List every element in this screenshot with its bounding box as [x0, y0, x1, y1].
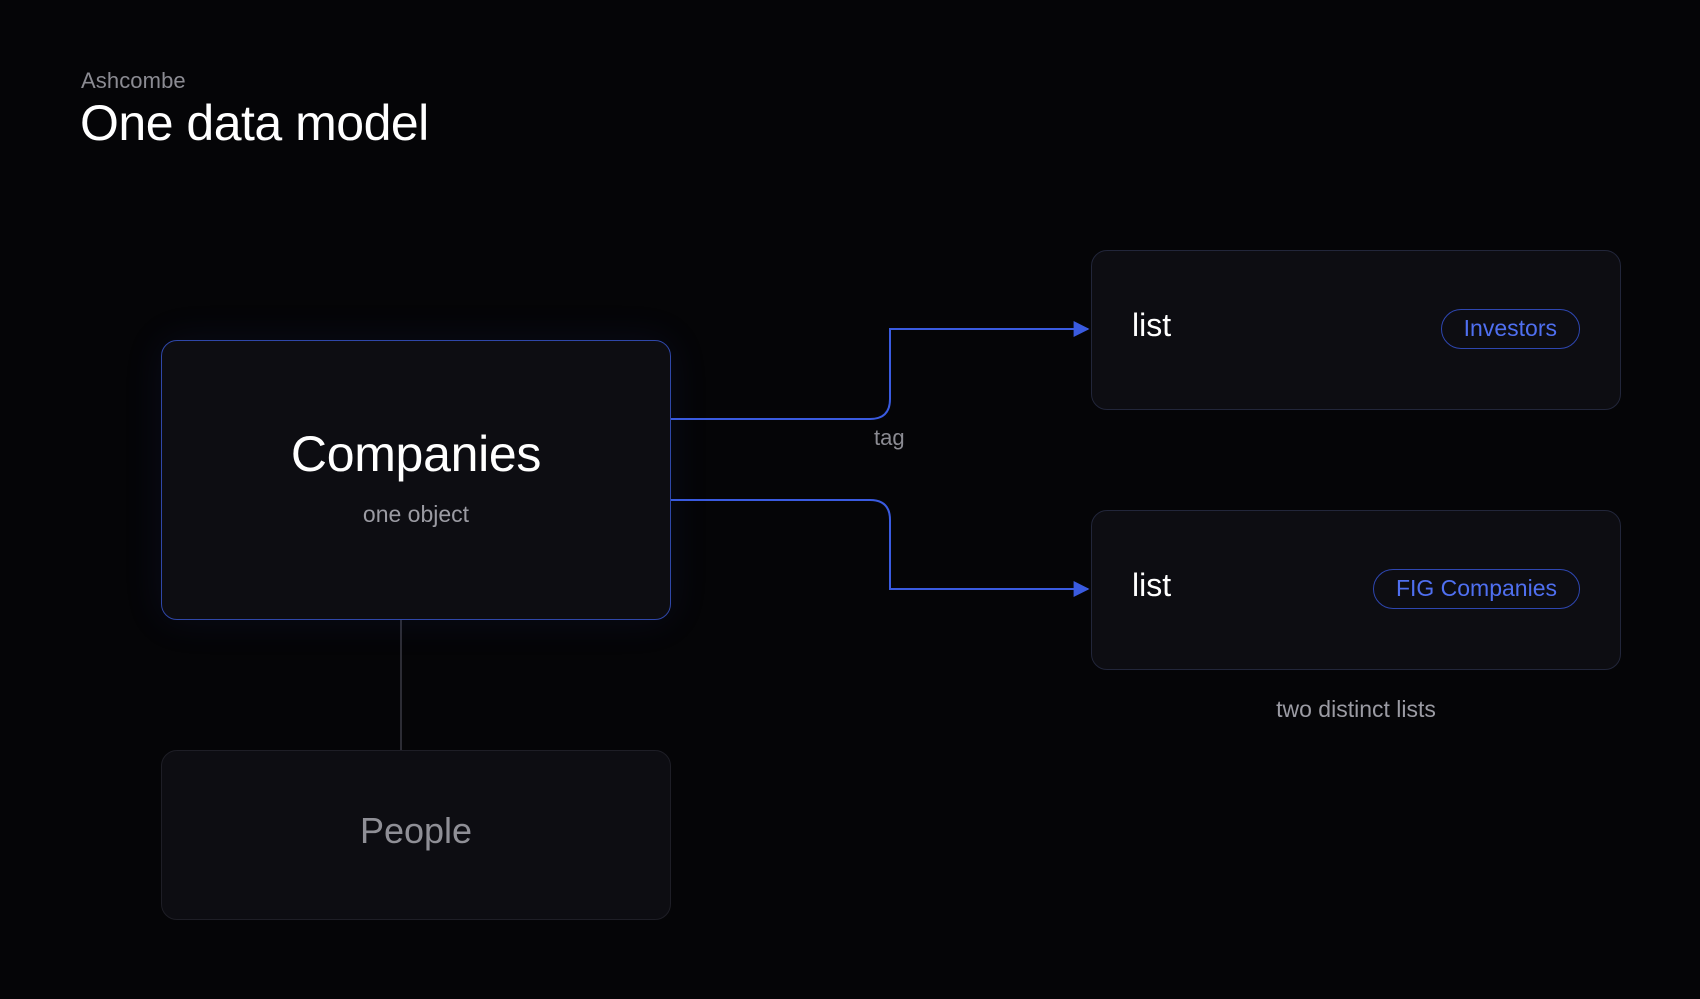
companies-title: Companies [290, 426, 542, 482]
connector-tag-label: tag [874, 425, 905, 450]
brand-label: Ashcombe [81, 68, 186, 93]
connector-to-list-2 [671, 499, 1090, 597]
list-node-investors[interactable]: list Investors [1091, 250, 1621, 410]
companies-node[interactable]: Companies one object [161, 340, 671, 620]
people-node[interactable]: People [161, 750, 671, 920]
lists-caption: two distinct lists [1276, 696, 1436, 722]
people-title: People [359, 810, 473, 851]
tag-pill-fig-companies[interactable]: FIG Companies [1372, 569, 1580, 609]
list-label: list [1132, 567, 1172, 603]
list-label: list [1132, 307, 1172, 343]
page-title: One data model [80, 95, 429, 151]
connector-to-list-1 [671, 321, 1090, 420]
list-node-fig-companies[interactable]: list FIG Companies [1091, 510, 1621, 670]
tag-pill-investors[interactable]: Investors [1440, 309, 1580, 349]
companies-subtitle: one object [362, 501, 470, 527]
